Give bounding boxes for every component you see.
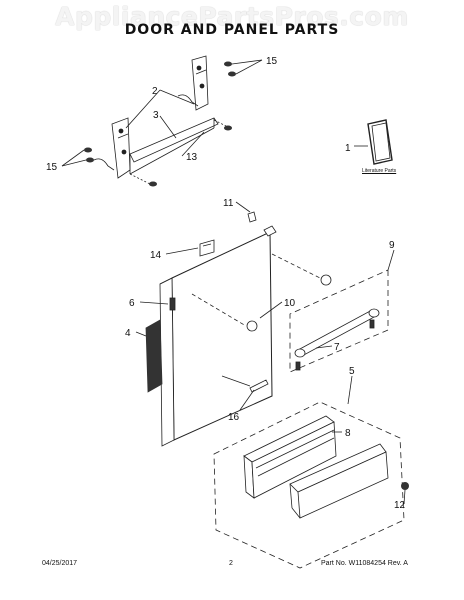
callout-4: 4 — [125, 328, 131, 339]
upper-bracket-assembly — [84, 55, 236, 187]
callout-14: 14 — [150, 250, 162, 261]
callout-5: 5 — [349, 366, 355, 377]
footer-part-number: Part No. W11084254 Rev. A — [321, 560, 408, 567]
literature-parts-label: Literature Parts — [362, 168, 397, 174]
leader-lines — [61, 59, 406, 505]
footer-date: 04/25/2017 — [42, 560, 78, 567]
callout-11: 11 — [223, 198, 234, 209]
callout-8: 8 — [345, 428, 351, 439]
callout-15-left: 15 — [46, 162, 58, 173]
callout-3: 3 — [153, 110, 159, 121]
watermark: AppliancePartsPros.com — [55, 2, 409, 31]
callout-16: 16 — [228, 412, 240, 423]
callout-10: 10 — [284, 298, 296, 309]
literature-parts — [367, 119, 393, 165]
callout-15-top: 15 — [266, 56, 278, 67]
callout-1: 1 — [345, 143, 351, 154]
callout-13: 13 — [186, 152, 198, 163]
footer-page-number: 2 — [229, 560, 233, 567]
callout-numbers: 1 2 3 4 5 6 7 8 9 10 11 12 13 14 15 15 1… — [46, 56, 406, 511]
door-panel — [145, 211, 325, 447]
diagram-title: DOOR AND PANEL PARTS — [124, 22, 340, 38]
callout-12: 12 — [394, 500, 406, 511]
callout-7: 7 — [334, 342, 340, 353]
callout-6: 6 — [129, 298, 135, 309]
handle-assembly — [246, 269, 389, 373]
callout-2: 2 — [152, 86, 158, 97]
callout-9: 9 — [389, 240, 395, 251]
toe-panel-assembly — [213, 401, 409, 569]
